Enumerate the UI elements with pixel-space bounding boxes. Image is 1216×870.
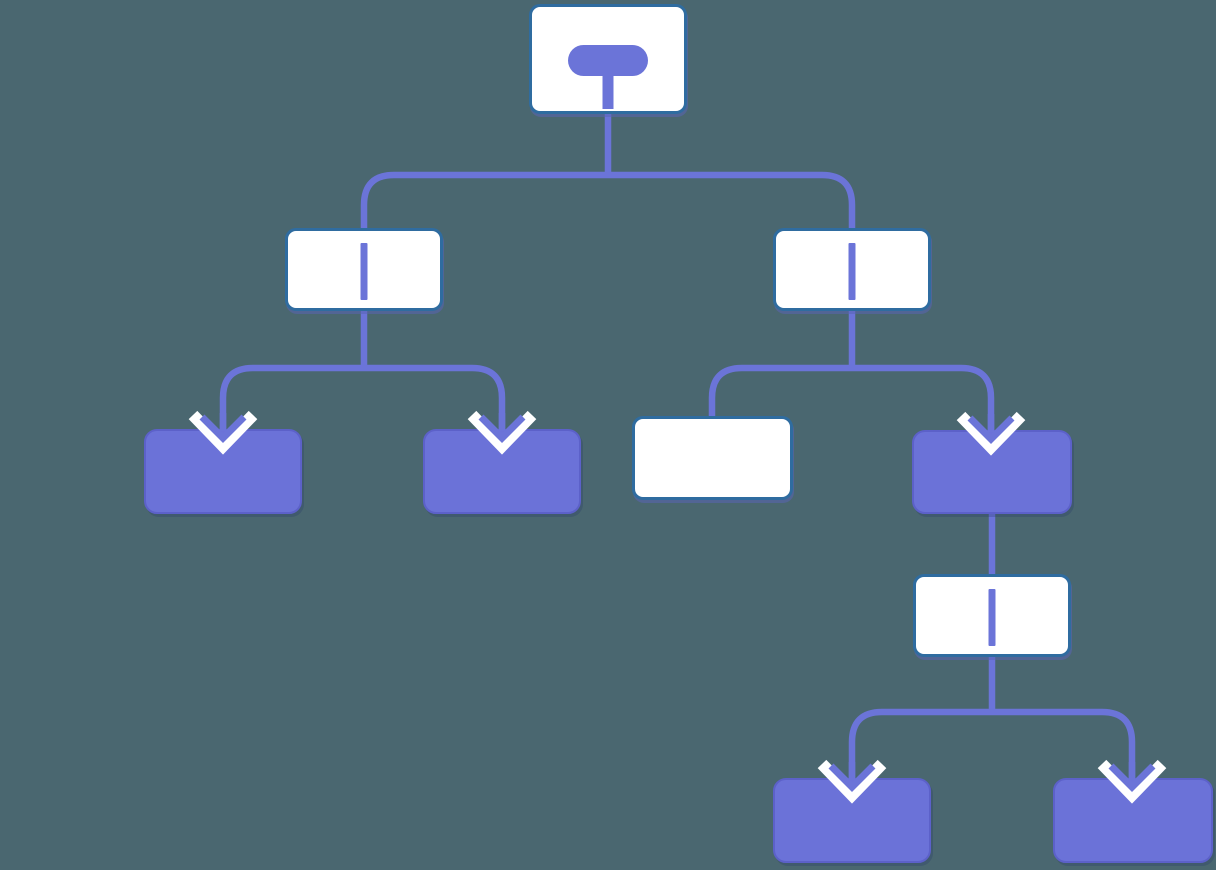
- root-stem-icon: [602, 73, 614, 109]
- edge-rail-left: [219, 364, 506, 431]
- tree-node-root[interactable]: [529, 4, 687, 114]
- tree-node-branch-right[interactable]: [773, 228, 931, 311]
- tree-node-branch-left[interactable]: [285, 228, 443, 311]
- tree-node-leaf-white[interactable]: [632, 416, 793, 500]
- tree-node-leaf-d[interactable]: [773, 778, 931, 863]
- tree-node-leaf-a[interactable]: [144, 429, 302, 514]
- root-pill-icon: [568, 45, 648, 76]
- edge-rail-bottom: [848, 708, 1136, 780]
- edge-rail-right: [708, 364, 995, 431]
- tree-node-leaf-e[interactable]: [1053, 778, 1213, 863]
- tree-node-branch-bottom[interactable]: [913, 574, 1071, 657]
- tree-node-leaf-c[interactable]: [912, 430, 1072, 514]
- decision-bar-icon: [988, 589, 996, 646]
- edge-rail-level1: [360, 171, 856, 231]
- decision-bar-icon: [360, 243, 368, 300]
- tree-node-leaf-b[interactable]: [423, 429, 581, 514]
- decision-bar-icon: [848, 243, 856, 300]
